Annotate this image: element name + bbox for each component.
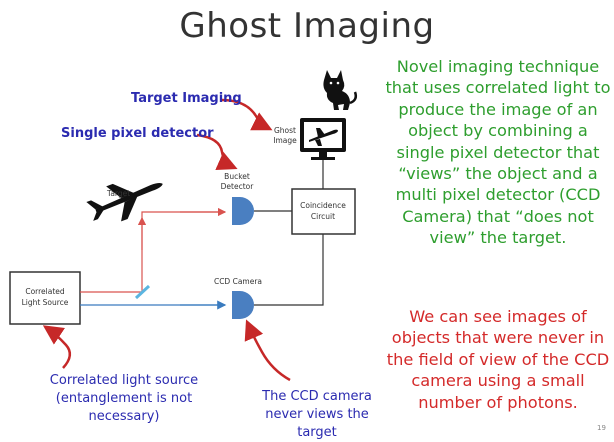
bucket-detector-label-line1: Bucket [224,172,250,181]
airplane-icon [86,183,163,222]
light-source-label-line2: Light Source [22,298,69,307]
single-pixel-arrow [196,133,238,171]
target-label: Target [106,189,130,198]
light-source-arrow [42,325,72,369]
description-red: We can see images of objects that were n… [386,307,610,412]
bucket-detector-label-line2: Detector [221,182,255,191]
single-pixel-detector-label: Single pixel detector [61,126,214,141]
coincidence-label-line1: Coincidence [300,201,346,210]
ccd-annotation: The CCD camera never views the target [262,389,372,440]
ccd-camera-icon [232,291,254,319]
monitor-icon [300,118,346,160]
slide-number: 19 [597,424,606,432]
target-imaging-arrow [221,98,273,131]
slide-title: Ghost Imaging [179,6,435,46]
target-imaging-label: Target Imaging [131,91,242,106]
coincidence-label-line2: Circuit [311,212,335,221]
ccd-arrow [244,319,291,382]
bucket-detector-icon [232,197,254,225]
cat-silhouette-icon [323,70,358,110]
description-green: Novel imaging technique that uses correl… [385,57,611,248]
ghost-image-label-line1: Ghost [274,126,296,135]
ccd-camera-label: CCD Camera [214,277,262,286]
coincidence-circuit-box: Coincidence Circuit [291,188,356,235]
object-beam [80,211,225,293]
light-source-box: Correlated Light Source [9,271,81,325]
light-source-annotation: Correlated light source (entanglement is… [49,373,199,424]
ccd-wire [254,234,324,306]
ghost-image-label-line2: Image [273,136,297,145]
beam-splitter-icon [134,284,151,300]
light-source-label-line1: Correlated [25,287,65,296]
